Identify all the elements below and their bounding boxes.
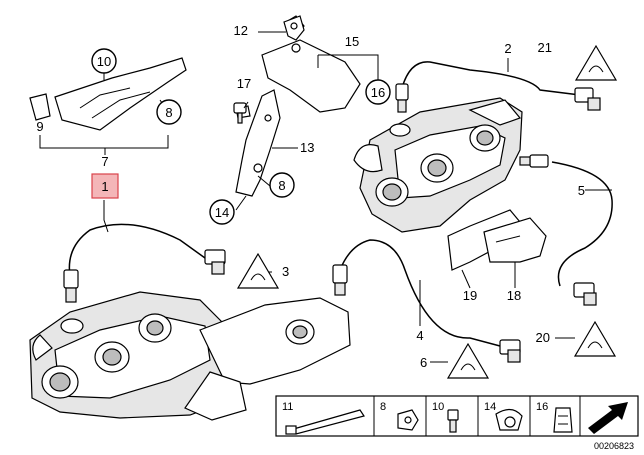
clip-nut-icon [397,409,419,431]
callout-15: 15 [345,34,359,49]
oxygen-sensor-5 [519,154,597,306]
oxygen-sensor-4 [332,264,521,363]
callout-9: 9 [36,119,43,134]
warning-triangle-icon-20 [573,320,617,357]
upper-exhaust-manifold [353,97,523,233]
strip-label-11: 11 [282,401,293,413]
callout-10-circle [91,48,117,74]
callout-3: 3 [282,264,289,279]
cable-tie-icon [285,409,365,435]
callout-2: 2 [504,41,511,56]
callout-16: 16 [371,85,385,100]
callout-16-circle [365,79,391,105]
callout-8b-circle [269,172,295,198]
bolt-part-17 [233,102,247,124]
strip-label-8: 8 [380,401,386,413]
callout-5: 5 [578,183,585,198]
callout-10: 10 [97,54,111,69]
callout-21: 21 [538,40,552,55]
callout-13: 13 [300,140,314,155]
retaining-clip-icon [553,407,573,433]
callout-6: 6 [420,355,427,370]
diagram-reference-number: 00206823 [594,441,634,451]
callout-14-circle [209,199,235,225]
oxygen-sensor-1 [63,249,226,303]
callout-19: 19 [463,288,477,303]
warning-triangle-icon-6 [446,342,490,379]
callout-8b: 8 [278,178,285,193]
sensor-wires [68,61,613,347]
callout-20: 20 [536,330,550,345]
callout-12: 12 [234,23,248,38]
clamp-icon [495,408,523,431]
callout-7: 7 [101,154,108,169]
callout-17: 17 [237,76,251,91]
bolt-icon [447,409,459,433]
strip-label-10: 10 [432,401,444,413]
small-parts-strip: 11 8 10 14 16 [275,395,639,437]
oxygen-sensor-2 [395,83,601,113]
callout-18: 18 [507,288,521,303]
lower-exhaust-manifold [29,291,351,421]
warning-triangle-icon-3 [236,252,280,289]
heat-shield-part-10 [29,57,187,131]
callout-1: 1 [101,179,108,194]
callout-1-highlight: 1 [91,173,119,199]
arrow-icon [588,402,628,434]
callout-14: 14 [215,205,229,220]
bracket-part-18-19 [447,209,547,271]
callout-4: 4 [416,328,423,343]
callout-8a-circle [156,99,182,125]
strip-label-16: 16 [536,401,548,413]
clip-part-12 [283,15,305,41]
warning-triangle-icon-21 [574,44,618,81]
callout-8a: 8 [165,105,172,120]
bracket-part-15 [261,15,361,113]
strip-label-14: 14 [484,401,496,413]
